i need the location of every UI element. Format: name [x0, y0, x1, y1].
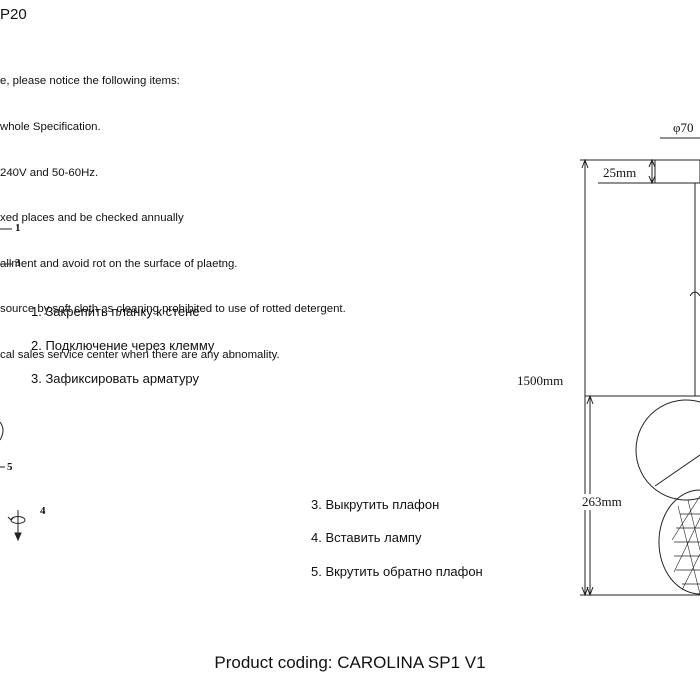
decorative-ring	[635, 399, 700, 501]
step-unscrew-shade: 3. Выкрутить плафон	[311, 497, 440, 512]
arrow-down-icon	[14, 532, 22, 542]
note-line: whole Specification.	[0, 121, 101, 134]
callout-1: 1	[15, 222, 21, 234]
glass-globe	[658, 489, 700, 595]
step-fix-fitting: 3. Зафиксировать арматуру	[31, 371, 199, 386]
note-line: cal sales service center when there are …	[0, 349, 280, 362]
note-line: 240V and 50-60Hz.	[0, 166, 99, 179]
dimension-shade-height: 263mm	[581, 494, 623, 510]
step-screw-shade: 5. Вкрутить обратно плафон	[311, 564, 483, 579]
step-fix-bracket: 1. Закрепить планку к стене	[31, 304, 200, 319]
canopy	[654, 159, 700, 184]
page-title: P20	[0, 6, 27, 23]
product-coding: Product coding: CAROLINA SP1 V1	[214, 653, 486, 672]
callout-3: 3	[15, 257, 21, 269]
note-line: allment and avoid rot on the surface of …	[0, 257, 238, 270]
step-insert-lamp: 4. Вставить лампу	[311, 530, 422, 545]
dimension-total-height: 1500mm	[516, 373, 565, 389]
dimension-diameter: φ70	[672, 120, 695, 136]
fixture-edge-arc	[0, 421, 4, 441]
cord-clip	[689, 291, 700, 297]
pendant-lamp-drawing	[580, 137, 700, 597]
dimension-canopy-height: 25mm	[602, 165, 638, 181]
installation-sketch	[0, 228, 26, 542]
notes-list: e, please notice the following items: wh…	[0, 44, 346, 378]
step-connect-terminal: 2. Подключение через клемму	[31, 338, 215, 353]
note-line: e, please notice the following items:	[0, 75, 180, 88]
callout-4: 4	[40, 505, 46, 517]
ring-rod	[654, 454, 700, 487]
callout-5: 5	[7, 461, 13, 473]
note-line: xed places and be checked annually	[0, 212, 184, 225]
note-line: source by soft cloth as cleaning prohibi…	[0, 303, 346, 316]
